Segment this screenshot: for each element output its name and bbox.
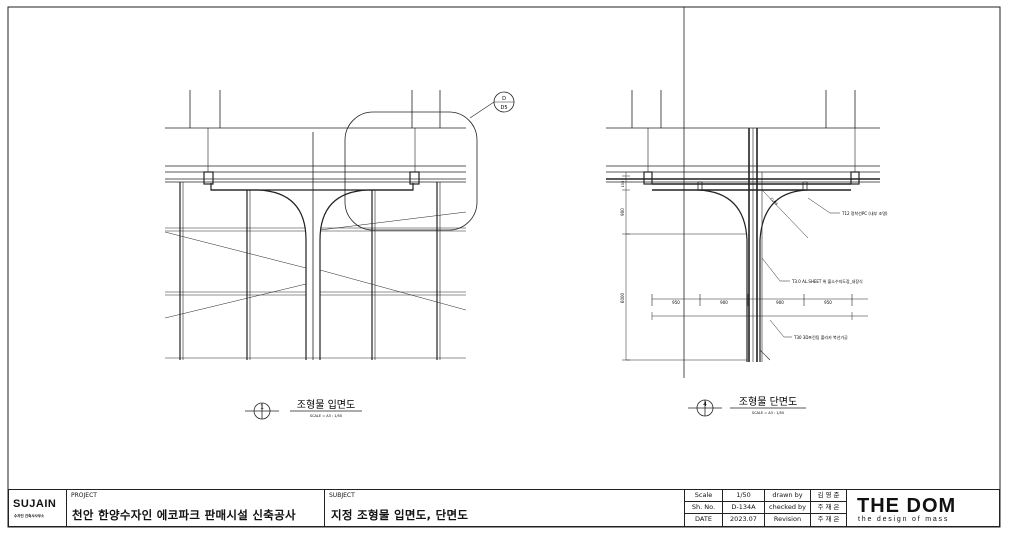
section-scale: SCALE = A3 : 1/50 (752, 411, 784, 415)
brand-logo: THE DOM (857, 495, 957, 517)
sujain-logo-sub: 수자인 건축사사무소 (14, 514, 45, 518)
elevation-drawing (164, 90, 515, 360)
date-value: 2023.07 (723, 514, 765, 526)
elevation-title-marker (245, 402, 362, 420)
section-title-marker (688, 399, 806, 417)
drawn-label: drawn by (765, 490, 811, 502)
logo-cell: SUJAIN 수자인 건축사사무소 (9, 490, 67, 526)
section-dim-h-1: 950 (672, 300, 680, 305)
brand-tagline: the design of mass (858, 516, 950, 523)
brand-cell: THE DOM the design of mass (847, 490, 999, 526)
section-dim-h-2: 900 (720, 300, 728, 305)
revision-label: Revision (765, 514, 811, 526)
section-note-1: T12 정착선PC (내부 조명) (841, 210, 888, 216)
scale-value: 1/50 (723, 490, 765, 502)
scale-label: Scale (685, 490, 723, 502)
elevation-scale: SCALE = A3 : 1/50 (310, 414, 342, 418)
section-marker: 4 (703, 401, 707, 408)
section-dim-h-3: 900 (776, 300, 784, 305)
sujain-logo: SUJAIN (13, 498, 57, 510)
project-label: PROJECT (71, 492, 97, 499)
section-drawing (606, 90, 880, 362)
revision-value: 주 재 은 (811, 514, 847, 526)
project-name: 천안 한양수자인 에코파크 판매시설 신축공사 (72, 508, 296, 522)
section-note-2: T3.0 AL.SHEET 위 불소수지도장_내장식 (791, 278, 863, 284)
elevation-title: 조형물 입면도 (297, 398, 355, 411)
project-cell: PROJECT 천안 한양수자인 에코파크 판매시설 신축공사 (67, 490, 325, 526)
elevation-marker: 1 (260, 404, 264, 411)
checked-label: checked by (765, 502, 811, 514)
subject-name: 지정 조형물 입면도, 단면도 (331, 508, 469, 522)
section-title: 조형물 단면도 (739, 396, 797, 408)
callout-bottom: D5 (500, 105, 507, 111)
section-dim-v-2: 900 (620, 208, 625, 216)
section-note-3: T30 3D프린팅 폴리카 복선가공 (793, 334, 848, 340)
subject-label: SUBJECT (329, 492, 355, 499)
section-dim-v-3: 6000 (620, 292, 625, 303)
callout-top: D (502, 96, 506, 102)
sheet-border (7, 6, 1001, 528)
date-label: DATE (685, 514, 723, 526)
sheet-value: D-134A (723, 502, 765, 514)
drawn-value: 김 영 준 (811, 490, 847, 502)
section-diag-label: CLOS (769, 197, 779, 207)
checked-value: 주 재 은 (811, 502, 847, 514)
sheet-label: Sh. No. (685, 502, 723, 514)
subject-cell: SUBJECT 지정 조형물 입면도, 단면도 (325, 490, 685, 526)
title-block: SUJAIN 수자인 건축사사무소 PROJECT 천안 한양수자인 에코파크 … (8, 489, 1000, 527)
section-dim-h-4: 950 (824, 300, 832, 305)
section-dim-v-1: 150 (621, 181, 625, 188)
